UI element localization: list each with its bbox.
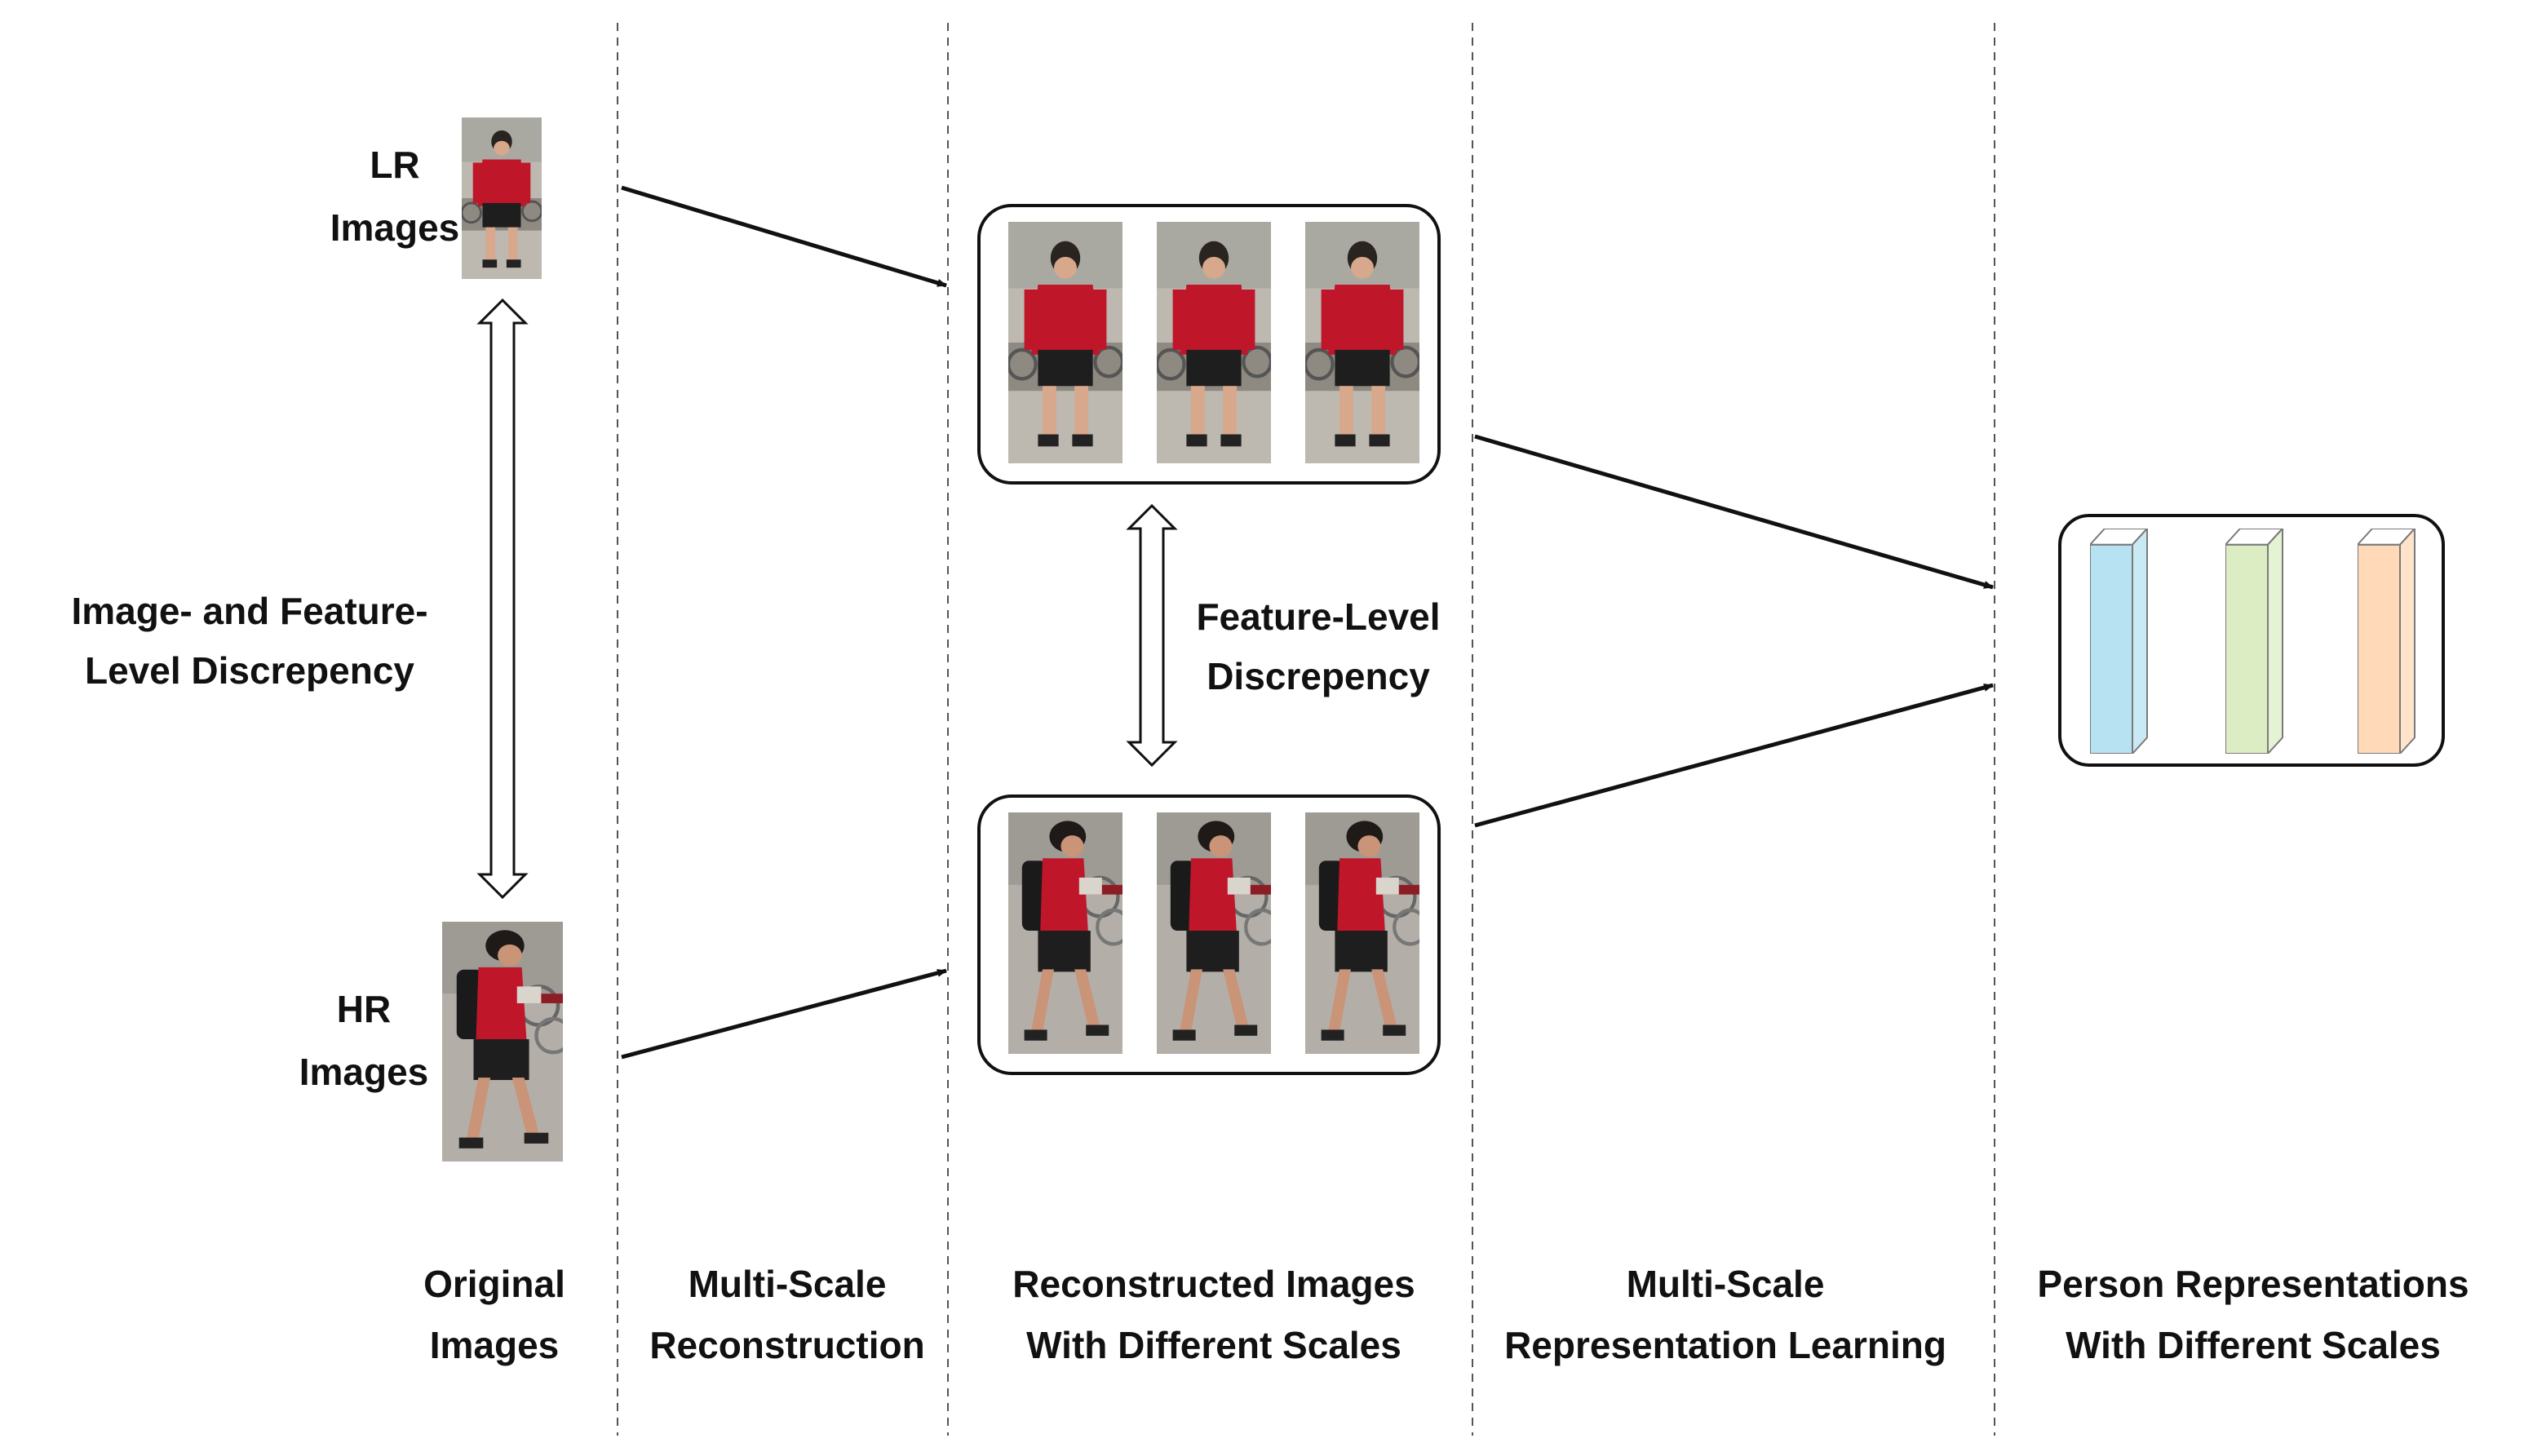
column-2-line2: Reconstruction [649, 1324, 924, 1366]
feature-level-label-line1: Feature-Level [1196, 595, 1440, 638]
column-3-line1: Reconstructed Images [1012, 1263, 1415, 1305]
feature-level-double-arrow [1126, 503, 1178, 768]
image-feature-label-line1: Image- and Feature- [71, 590, 427, 632]
hr-original-image [442, 922, 570, 1162]
column-1-line2: Images [430, 1324, 560, 1366]
column-2-line1: Multi-Scale [689, 1263, 887, 1305]
arrow-hr-group-to-representation [1474, 683, 1994, 828]
column-1-line1: Original [423, 1263, 565, 1305]
reconstructed-lr-image-1 [1008, 222, 1123, 463]
reconstructed-hr-image-3 [1305, 812, 1426, 1054]
reconstructed-lr-image-3 [1305, 222, 1419, 463]
feature-bar-blue [2090, 529, 2148, 754]
feature-bar-orange [2358, 529, 2416, 754]
column-dividers [617, 23, 1995, 1436]
arrow-hr-to-reconstruction [621, 968, 947, 1060]
lr-label-line2: Images [330, 206, 460, 249]
column-4-line1: Multi-Scale [1627, 1263, 1825, 1305]
column-5-line1: Person Representations [2037, 1263, 2469, 1305]
feature-level-label-line2: Discrepency [1207, 655, 1430, 697]
column-5-line2: With Different Scales [2066, 1324, 2441, 1366]
column-captions: Original Images Multi-Scale Reconstructi… [423, 1263, 2469, 1366]
lr-original-image [462, 117, 542, 279]
arrow-lr-group-to-representation [1474, 434, 1994, 590]
reconstructed-hr-image-1 [1008, 812, 1129, 1054]
column-3-line2: With Different Scales [1026, 1324, 1401, 1366]
image-feature-double-arrow [476, 298, 529, 900]
reconstructed-lr-image-2 [1157, 222, 1271, 463]
feature-bar-green [2225, 529, 2283, 754]
hr-label-line1: HR [337, 988, 391, 1030]
hr-label-line2: Images [299, 1051, 429, 1093]
arrow-lr-to-reconstruction [621, 185, 947, 288]
reconstructed-hr-image-2 [1157, 812, 1277, 1054]
lr-label-line1: LR [370, 144, 419, 186]
flow-arrows [621, 185, 1994, 1060]
column-4-line2: Representation Learning [1504, 1324, 1946, 1366]
image-feature-label-line2: Level Discrepency [85, 649, 414, 692]
